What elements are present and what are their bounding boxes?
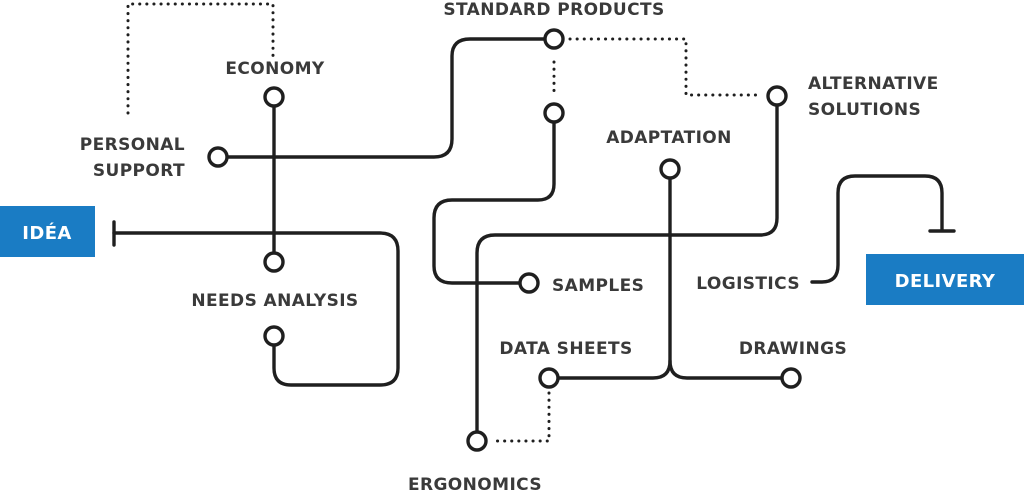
dotted-link-personal-economy: [126, 2, 275, 115]
label-standard-products: STANDARD PRODUCTS: [443, 0, 664, 20]
delivery-box-label: DELIVERY: [895, 271, 996, 292]
stop-needs-analysis-top: [263, 251, 285, 273]
route-samples: [432, 111, 556, 285]
label-ergonomics: ERGONOMICS: [408, 475, 542, 491]
route-alternative-ergonomics: [475, 94, 779, 443]
label-personal-line2: SUPPORT: [93, 161, 185, 181]
label-alternative-line1: ALTERNATIVE: [808, 74, 939, 94]
stop-needs-analysis-bottom: [263, 325, 285, 347]
label-alternative-line2: SOLUTIONS: [808, 100, 921, 120]
stop-standard-products: [543, 28, 565, 50]
stop-adaptation: [659, 158, 681, 180]
stop-samples: [518, 272, 540, 294]
label-samples: SAMPLES: [552, 276, 644, 296]
idea-box-label: IDÉA: [22, 222, 71, 244]
dotted-link-standard-alternative: [568, 37, 762, 97]
stop-drawings: [780, 367, 802, 389]
label-logistics: LOGISTICS: [696, 274, 800, 294]
label-adaptation: ADAPTATION: [606, 128, 732, 148]
label-economy: ECONOMY: [225, 59, 325, 79]
stop-data-sheets: [538, 367, 560, 389]
label-data-sheets: DATA SHEETS: [499, 339, 632, 359]
route-drawings: [668, 359, 793, 380]
route-idea-loop: [112, 231, 400, 387]
dotted-link-datasheets-ergonomics: [491, 391, 551, 443]
label-needs-analysis: NEEDS ANALYSIS: [191, 291, 358, 311]
route-personal-standard: [216, 37, 556, 159]
stop-ergonomics: [466, 430, 488, 452]
route-logistics-delivery: [810, 174, 944, 284]
stop-economy: [263, 86, 285, 108]
label-drawings: DRAWINGS: [739, 339, 847, 359]
idea-box: [0, 206, 95, 257]
stop-alternative-solutions: [766, 85, 788, 107]
stop-personal-support: [207, 146, 229, 168]
label-personal-line1: PERSONAL: [80, 135, 185, 155]
delivery-box: [866, 254, 1024, 305]
stop-standard-products-lower: [543, 102, 565, 124]
